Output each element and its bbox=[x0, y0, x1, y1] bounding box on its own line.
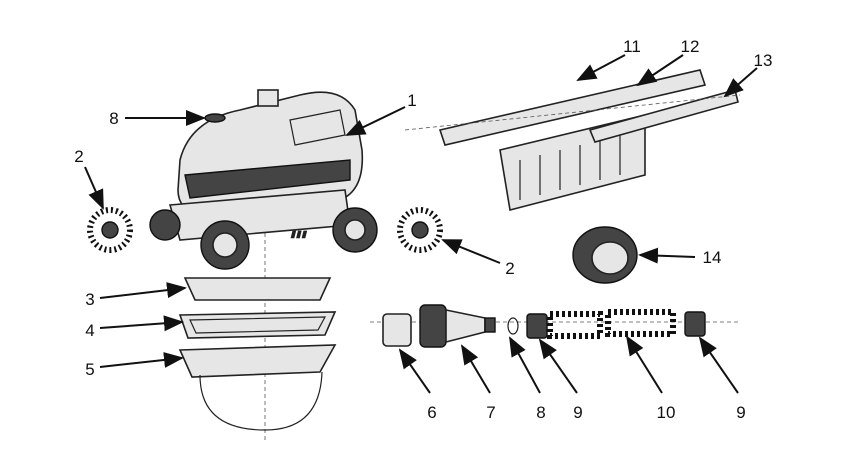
callout-14: 14 bbox=[703, 248, 722, 267]
callout-2-left: 2 bbox=[74, 147, 83, 166]
hose-connector-a bbox=[526, 313, 548, 339]
swivel bbox=[419, 304, 496, 348]
callout-12: 12 bbox=[681, 37, 700, 56]
filter-cover bbox=[183, 277, 332, 301]
callout-3: 3 bbox=[85, 290, 94, 309]
callout-4: 4 bbox=[85, 321, 94, 340]
callout-8-top: 8 bbox=[109, 109, 118, 128]
callout-5: 5 bbox=[85, 360, 94, 379]
robot-body: ▮▮▮ bbox=[149, 89, 378, 270]
hose-cap bbox=[382, 313, 412, 347]
float-icon bbox=[204, 113, 226, 123]
callout-13: 13 bbox=[754, 51, 773, 70]
skirt-assembly bbox=[404, 69, 741, 211]
callout-6: 6 bbox=[427, 403, 436, 422]
hose bbox=[547, 309, 676, 339]
oring bbox=[507, 317, 519, 335]
callout-9-b: 9 bbox=[736, 403, 745, 422]
impeller bbox=[572, 226, 638, 284]
filter-basket bbox=[178, 344, 337, 431]
hose-connector-b bbox=[684, 311, 706, 337]
callout-7: 7 bbox=[486, 403, 495, 422]
brush-right bbox=[397, 207, 443, 253]
callout-11: 11 bbox=[623, 37, 641, 56]
brush-left bbox=[87, 207, 133, 253]
callout-9-a: 9 bbox=[573, 403, 582, 422]
filter-mesh bbox=[178, 311, 337, 339]
callout-10: 10 bbox=[657, 403, 676, 422]
svg-text:▮▮▮: ▮▮▮ bbox=[290, 229, 308, 240]
callout-2-right: 2 bbox=[505, 259, 514, 278]
callout-1: 1 bbox=[407, 91, 416, 110]
callout-8-hose: 8 bbox=[536, 403, 545, 422]
